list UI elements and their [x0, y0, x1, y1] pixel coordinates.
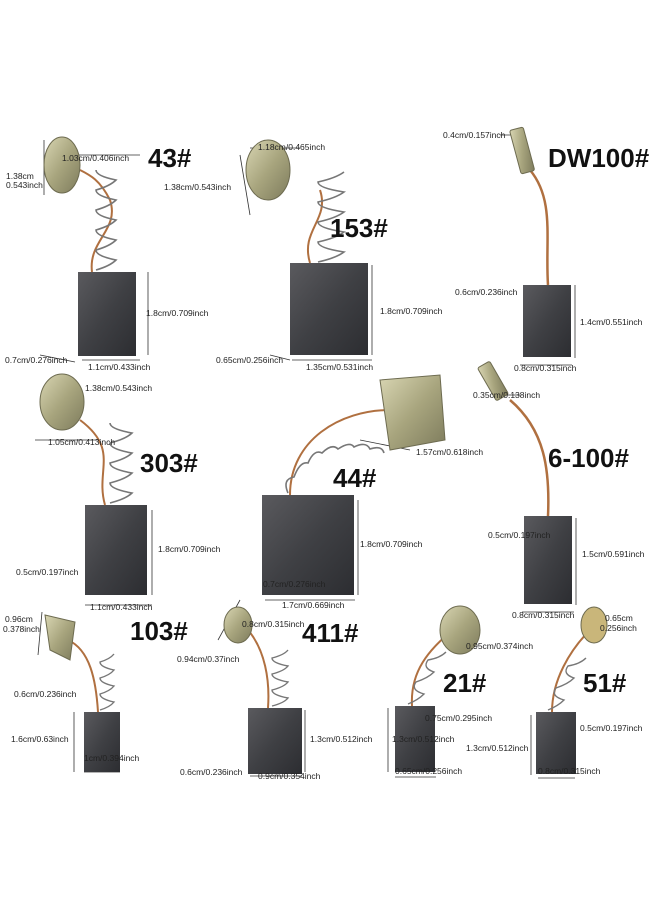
- brush-21: [395, 605, 481, 772]
- dim-411-left: 0.94cm/0.37inch: [177, 654, 240, 664]
- dim-303-width: 1.1cm/0.433inch: [90, 602, 153, 612]
- dim-44-depth: 0.7cm/0.276inch: [263, 579, 326, 589]
- brush-43: [43, 136, 136, 356]
- brush-303: [39, 373, 147, 595]
- dim-44-height: 1.8cm/0.709inch: [360, 539, 423, 549]
- dim-153-left: 1.38cm/0.543inch: [164, 182, 232, 192]
- dim-411-width: 0.9cm/0.354inch: [258, 771, 321, 781]
- dim-303-depth: 0.5cm/0.197inch: [16, 567, 79, 577]
- dim-44-width: 1.7cm/0.669inch: [282, 600, 345, 610]
- dim-43-top: 1.03cm/0.406inch: [62, 153, 130, 163]
- brush-103: [44, 614, 120, 772]
- model-label-dw100: DW100#: [548, 143, 650, 173]
- dim-43-left-inch: 0.543inch: [6, 180, 43, 190]
- dim-303-height: 1.8cm/0.709inch: [158, 544, 221, 554]
- dim-153-width: 1.35cm/0.531inch: [306, 362, 374, 372]
- dim-103-depth: 0.6cm/0.236inch: [14, 689, 77, 699]
- dim-411-height: 1.3cm/0.512inch: [310, 734, 373, 744]
- dim-153-depth: 0.65cm/0.256inch: [216, 355, 284, 365]
- brush-411: [223, 606, 302, 774]
- model-label-103: 103#: [130, 616, 188, 646]
- dim-dw100-depth: 0.6cm/0.236inch: [455, 287, 518, 297]
- brush-51: [536, 606, 608, 774]
- dim-43-depth: 0.7cm/0.276inch: [5, 355, 68, 365]
- dim-21-top: 0.95cm/0.374inch: [466, 641, 534, 651]
- model-label-153: 153#: [330, 213, 388, 243]
- dim-51-top-inch: 0.256inch: [600, 623, 637, 633]
- dim-51-top-cm: 0.65cm: [605, 613, 633, 623]
- dim-43-height: 1.8cm/0.709inch: [146, 308, 209, 318]
- dim-303-top: 1.38cm/0.543inch: [85, 383, 153, 393]
- dim-6-100-height: 1.5cm/0.591inch: [582, 549, 645, 559]
- brush-44: [262, 374, 446, 595]
- dim-44-top: 1.57cm/0.618inch: [416, 447, 484, 457]
- dim-21-depth: 0.75cm/0.295inch: [425, 713, 493, 723]
- dim-6-100-top: 0.35cm/0.138inch: [473, 390, 541, 400]
- model-label-411: 411#: [302, 618, 359, 648]
- dim-21-width: 0.65cm/0.256inch: [395, 766, 463, 776]
- dim-103-left-cm: 0.96cm: [5, 614, 33, 624]
- brush-6-100: [477, 361, 572, 604]
- dim-51-depth: 0.5cm/0.197inch: [580, 723, 643, 733]
- dim-21-height: 1.3cm/0.512inch: [392, 734, 455, 744]
- dim-51-height: 1.3cm/0.512inch: [466, 743, 529, 753]
- dim-411-depth: 0.6cm/0.236inch: [180, 767, 243, 777]
- dim-dw100-height: 1.4cm/0.551inch: [580, 317, 643, 327]
- model-label-44: 44#: [333, 463, 377, 493]
- dim-6-100-width: 0.8cm/0.315inch: [512, 610, 575, 620]
- dim-51-width: 0.8cm/0.315inch: [538, 766, 601, 776]
- model-label-6-100: 6-100#: [548, 443, 629, 473]
- dim-153-top: 1.18cm/0.465inch: [258, 142, 326, 152]
- dim-dw100-top: 0.4cm/0.157inch: [443, 130, 506, 140]
- dim-6-100-depth: 0.5cm/0.197inch: [488, 530, 551, 540]
- dim-103-width: 1cm/0.394inch: [84, 753, 140, 763]
- model-label-21: 21#: [443, 668, 487, 698]
- dim-411-top: 0.8cm/0.315inch: [242, 619, 305, 629]
- dim-103-height: 1.6cm/0.63inch: [11, 734, 69, 744]
- dim-43-left-cm: 1.38cm: [6, 171, 34, 181]
- brush-153: [245, 139, 368, 355]
- model-label-43: 43#: [148, 143, 192, 173]
- model-label-303: 303#: [140, 448, 198, 478]
- dim-dw100-width: 0.8cm/0.315inch: [514, 363, 577, 373]
- dimension-lines: [35, 134, 577, 779]
- dim-103-left-inch: 0.378inch: [3, 624, 40, 634]
- brush-dw100: [509, 126, 571, 357]
- dim-153-height: 1.8cm/0.709inch: [380, 306, 443, 316]
- model-label-51: 51#: [583, 668, 627, 698]
- dim-303-mid: 1.05cm/0.413inch: [48, 437, 116, 447]
- dim-43-width: 1.1cm/0.433inch: [88, 362, 151, 372]
